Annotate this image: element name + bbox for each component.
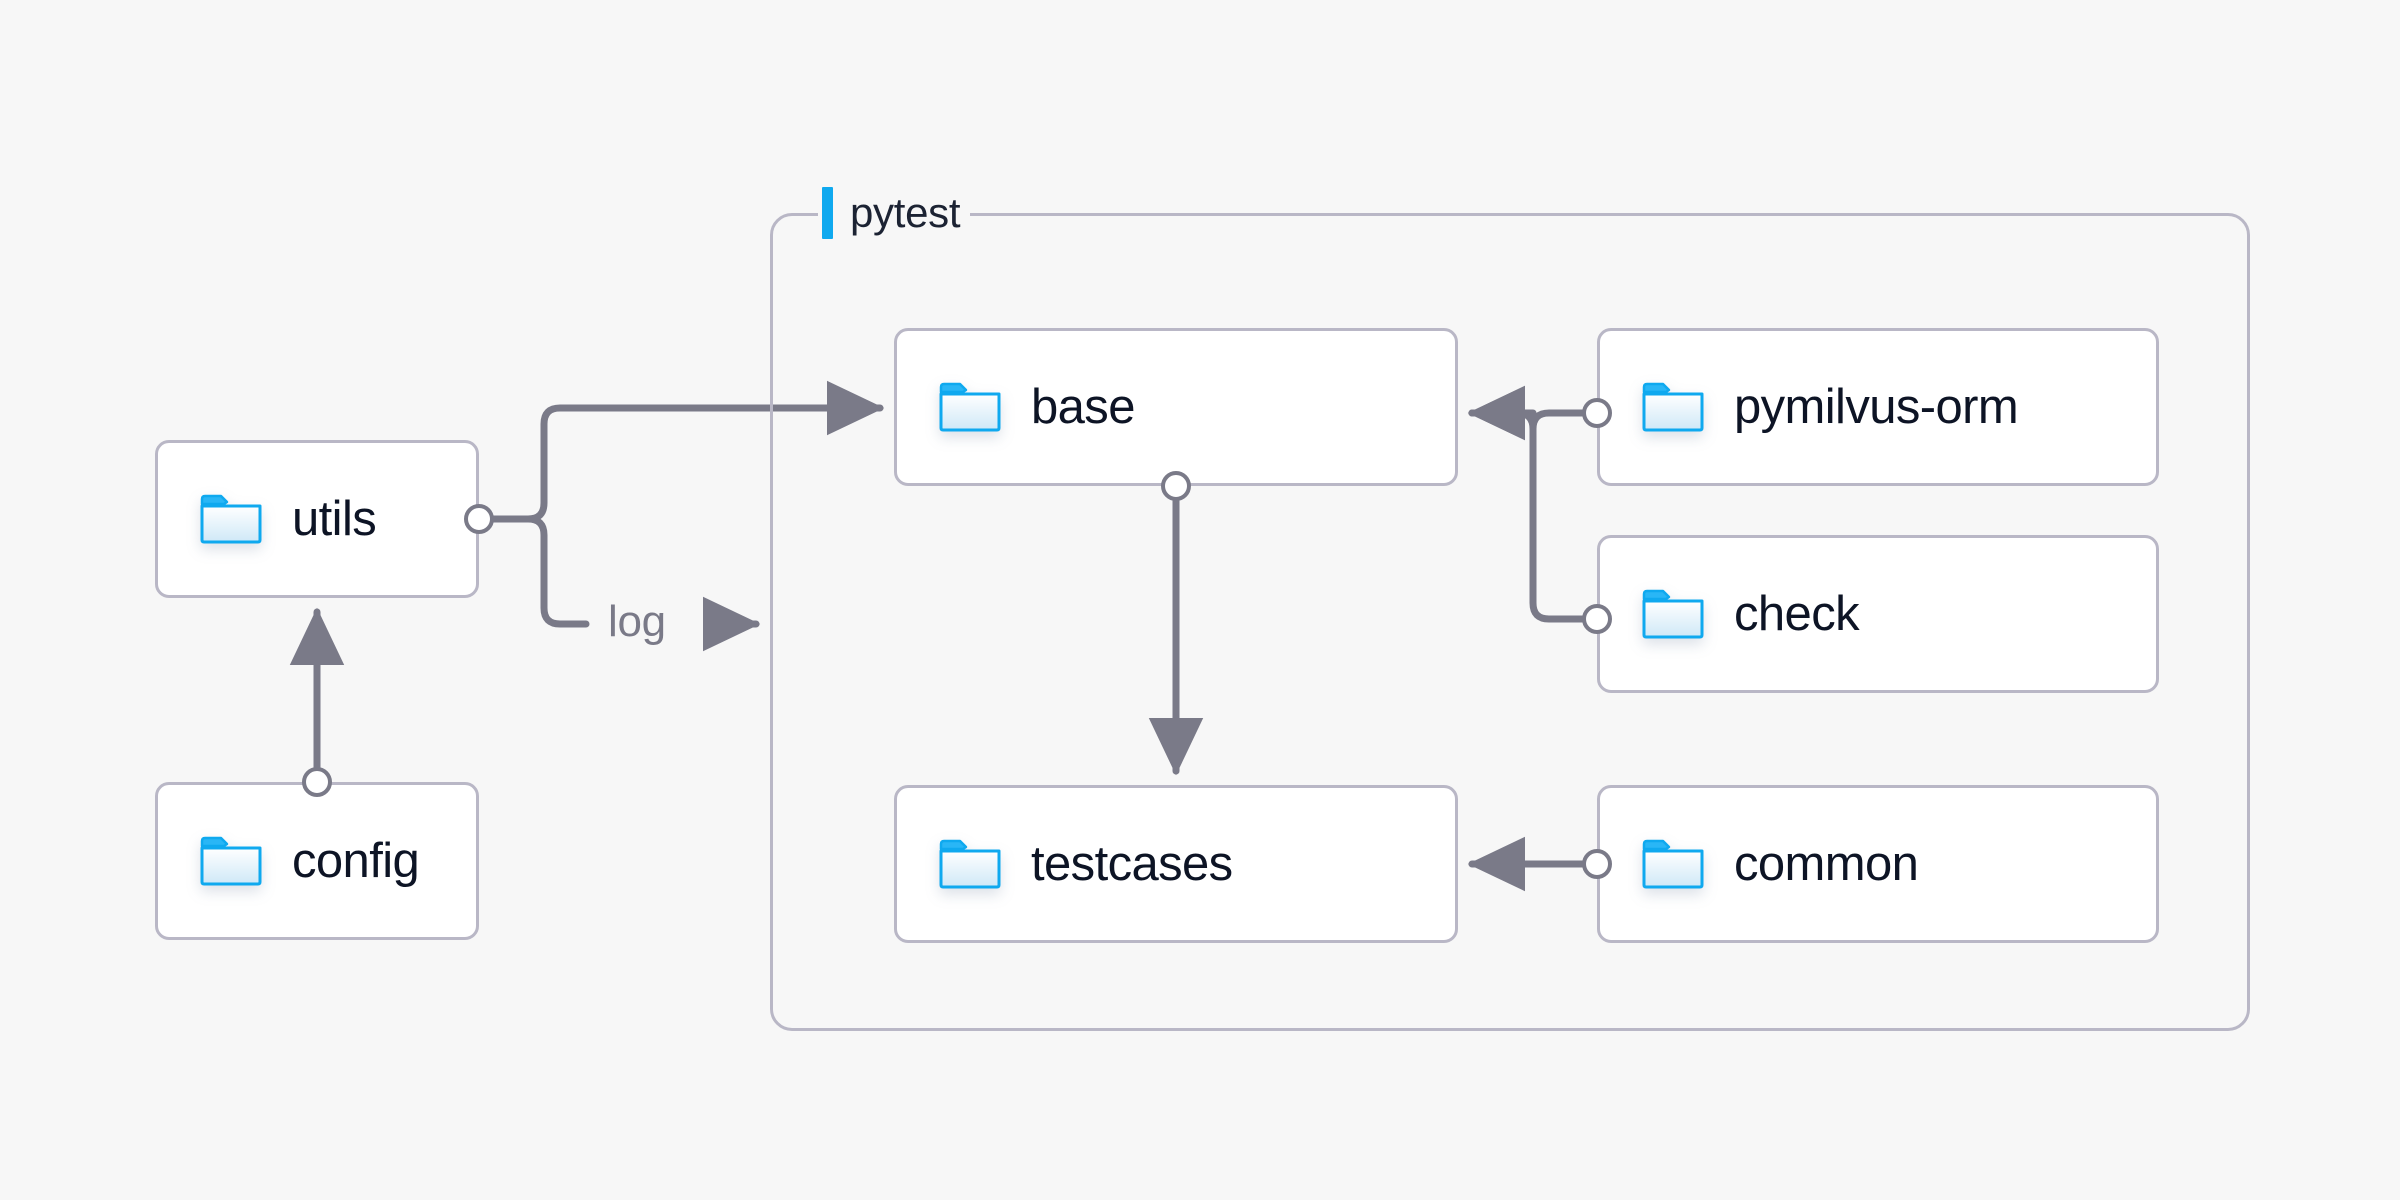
node-label: testcases [1031,836,1233,891]
node-pymilvus-orm[interactable]: pymilvus-orm [1597,328,2159,486]
group-accent-bar [822,187,833,239]
node-label: common [1734,836,1919,891]
folder-icon [200,836,262,886]
node-label: base [1031,379,1135,434]
folder-icon [939,839,1001,889]
node-utils[interactable]: utils [155,440,479,598]
node-testcases[interactable]: testcases [894,785,1458,943]
port-check-left[interactable] [1582,604,1612,634]
folder-icon [939,382,1001,432]
node-label: pymilvus-orm [1734,379,2019,434]
folder-icon [1642,839,1704,889]
port-config-top[interactable] [302,767,332,797]
folder-icon [1642,589,1704,639]
node-base[interactable]: base [894,328,1458,486]
pytest-group-label: pytest [850,189,961,236]
port-common-left[interactable] [1582,849,1612,879]
edge-utils-log [490,515,590,628]
pytest-group-container[interactable] [770,213,2250,1031]
node-label: check [1734,586,1860,641]
node-label: utils [292,491,377,546]
edge-label-log: log [608,597,666,646]
port-base-bottom[interactable] [1161,471,1191,501]
folder-icon [1642,382,1704,432]
node-config[interactable]: config [155,782,479,940]
port-utils-right[interactable] [464,504,494,534]
port-pymilvus-left[interactable] [1582,398,1612,428]
node-label: config [292,833,420,888]
pytest-group-label-wrap: pytest [818,186,971,240]
node-common[interactable]: common [1597,785,2159,943]
folder-icon [200,494,262,544]
node-check[interactable]: check [1597,535,2159,693]
